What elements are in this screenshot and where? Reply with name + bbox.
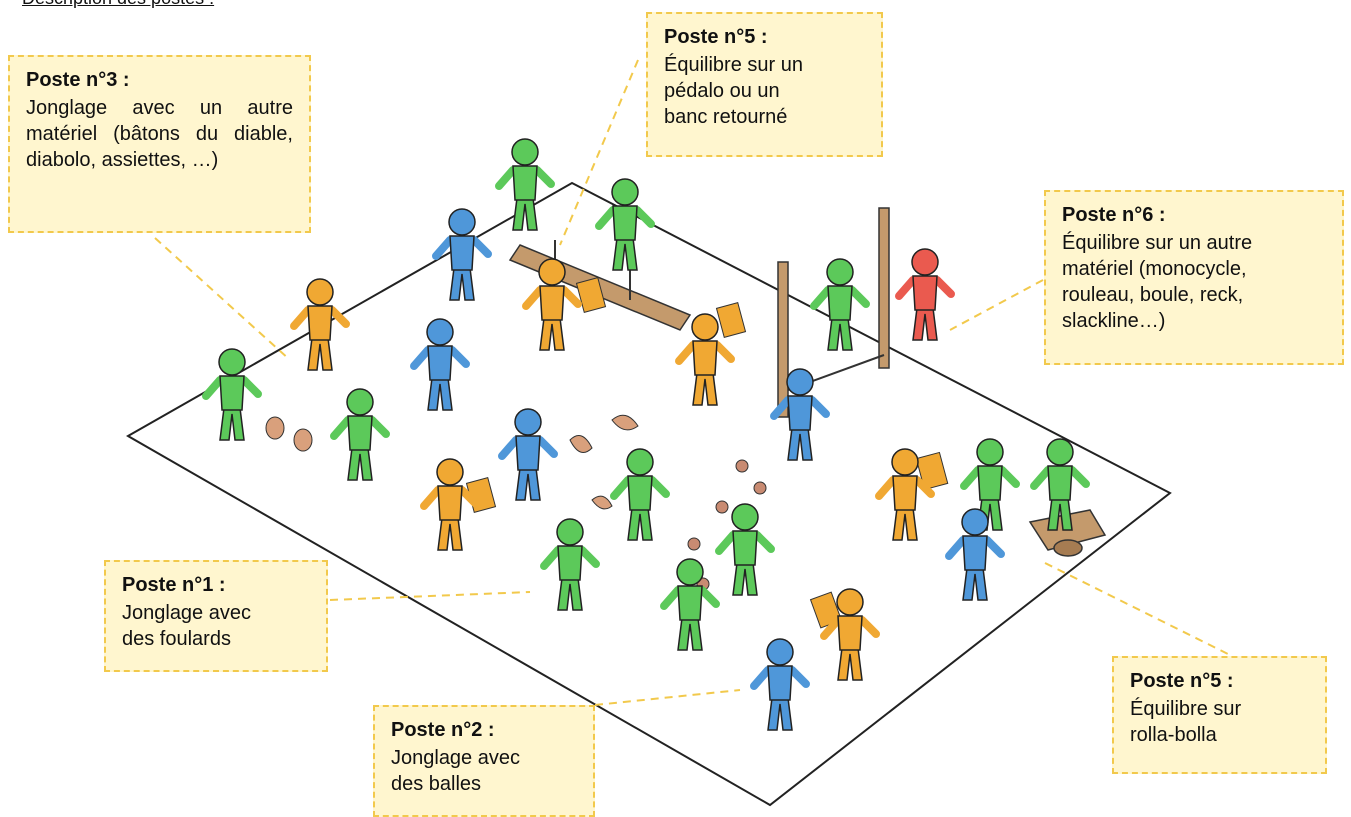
person-figure [820, 588, 880, 681]
callout-title: Poste n°5 : [1130, 670, 1234, 692]
person-figure [875, 448, 935, 541]
callout-poste-5-rolla-bolla: Poste n°5 : Équilibre sur rolla-bolla [1112, 656, 1327, 774]
callout-text: Équilibre sur un autre matériel (monocyc… [1062, 232, 1253, 332]
callout-title: Poste n°6 : [1062, 204, 1166, 226]
person-figure [895, 248, 955, 341]
person-figure [330, 388, 390, 481]
people [202, 138, 1090, 731]
callout-title: Poste n°2 : [391, 719, 495, 741]
callout-poste-3: Poste n°3 : Jonglage avec un autre matér… [8, 55, 311, 233]
person-figure [675, 313, 735, 406]
callout-text: Jonglage avec un autre matériel (bâtons … [26, 97, 293, 171]
person-figure [420, 458, 480, 551]
person-figure [770, 368, 830, 461]
person-figure [290, 278, 350, 371]
callout-text: Jonglage avec des foulards [122, 602, 251, 650]
page-heading: Description des postes : [22, 0, 214, 9]
callout-title: Poste n°5 : [664, 26, 768, 48]
callout-poste-1: Poste n°1 : Jonglage avec des foulards [104, 560, 328, 672]
person-figure [610, 448, 670, 541]
person-figure [202, 348, 262, 441]
callout-poste-2: Poste n°2 : Jonglage avec des balles [373, 705, 595, 817]
callout-title: Poste n°3 : [26, 69, 130, 91]
person-figure [750, 638, 810, 731]
person-figure [540, 518, 600, 611]
pole-left [777, 261, 789, 418]
person-figure [495, 138, 555, 231]
person-figure [410, 318, 470, 411]
callout-lines [154, 59, 1231, 706]
person-figure [1030, 438, 1090, 531]
person-figure [810, 258, 870, 351]
callout-text: Équilibre sur un pédalo ou un banc retou… [664, 54, 803, 128]
person-figure [522, 258, 582, 351]
callout-text: Jonglage avec des balles [391, 747, 520, 795]
callout-title: Poste n°1 : [122, 574, 226, 596]
person-figure [660, 558, 720, 651]
person-figure [595, 178, 655, 271]
person-figure [498, 408, 558, 501]
callout-poste-6: Poste n°6 : Équilibre sur un autre matér… [1044, 190, 1344, 365]
person-figure [945, 508, 1005, 601]
pole-right [878, 207, 890, 369]
callout-poste-5-pedalo: Poste n°5 : Équilibre sur un pédalo ou u… [646, 12, 883, 157]
callout-text: Équilibre sur rolla-bolla [1130, 698, 1242, 746]
person-figure [715, 503, 775, 596]
person-figure [432, 208, 492, 301]
